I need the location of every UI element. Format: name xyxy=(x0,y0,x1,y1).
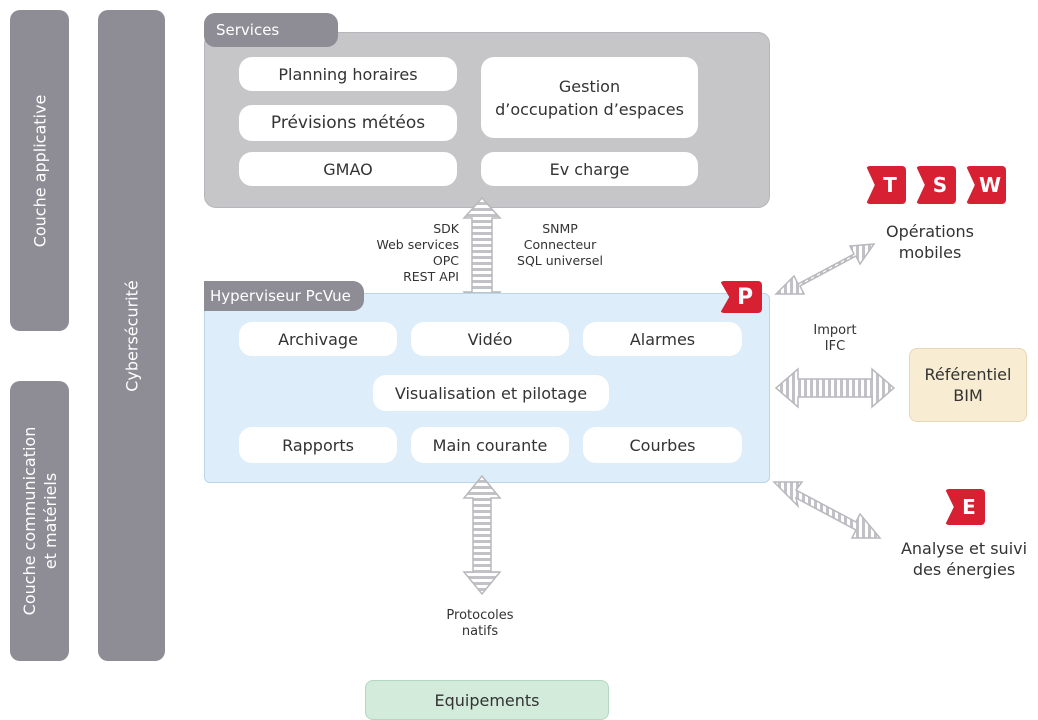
energy-label: Analyse et suivi des énergies xyxy=(900,539,1028,579)
service-previsions-meteos: Prévisions météos xyxy=(239,105,457,141)
hyper-archivage: Archivage xyxy=(239,322,397,356)
hyperviseur-tab: Hyperviseur PcVue xyxy=(204,281,364,311)
mobile-logo-t: T xyxy=(866,166,906,204)
hyper-rapports: Rapports xyxy=(239,427,397,463)
service-planning-horaires: Planning horaires xyxy=(239,57,457,91)
layer-security: Cybersécurité xyxy=(98,10,165,661)
service-ev-charge: Ev charge xyxy=(481,152,698,186)
mobile-logo-w: W xyxy=(966,166,1006,204)
layer-applicative: Couche applicative xyxy=(10,10,69,331)
interfaces-left: SDK Web services OPC REST API xyxy=(376,221,459,284)
equipements-arrow xyxy=(462,474,502,596)
energy-arrow xyxy=(772,481,882,539)
hyper-alarmes: Alarmes xyxy=(583,322,742,356)
layer-communication: Couche communication et matériels xyxy=(10,381,69,661)
bim-arrow xyxy=(774,367,896,409)
mobile-label: Opérations mobiles xyxy=(886,222,974,262)
mobile-arrow xyxy=(774,243,876,295)
hyper-visualisation: Visualisation et pilotage xyxy=(373,375,609,411)
energy-logo: E xyxy=(945,489,985,525)
service-gestion-occupation: Gestion d’occupation d’espaces xyxy=(481,57,698,138)
services-tab: Services xyxy=(204,13,338,47)
layer-security-label: Cybersécurité xyxy=(122,279,141,392)
hyper-video: Vidéo xyxy=(411,322,569,356)
layer-communication-label: Couche communication et matériels xyxy=(19,426,60,616)
mobile-logo-s: S xyxy=(916,166,956,204)
bim-box: Référentiel BIM xyxy=(909,348,1027,422)
hyper-main-courante: Main courante xyxy=(411,427,569,463)
interfaces-right: SNMP Connecteur SQL universel xyxy=(517,221,603,268)
import-ifc-label: Import IFC xyxy=(813,323,857,354)
layer-applicative-label: Couche applicative xyxy=(30,94,49,247)
hyper-courbes: Courbes xyxy=(583,427,742,463)
equipements-box: Equipements xyxy=(365,680,609,720)
service-gmao: GMAO xyxy=(239,152,457,186)
protocoles-label: Protocoles natifs xyxy=(446,608,514,639)
